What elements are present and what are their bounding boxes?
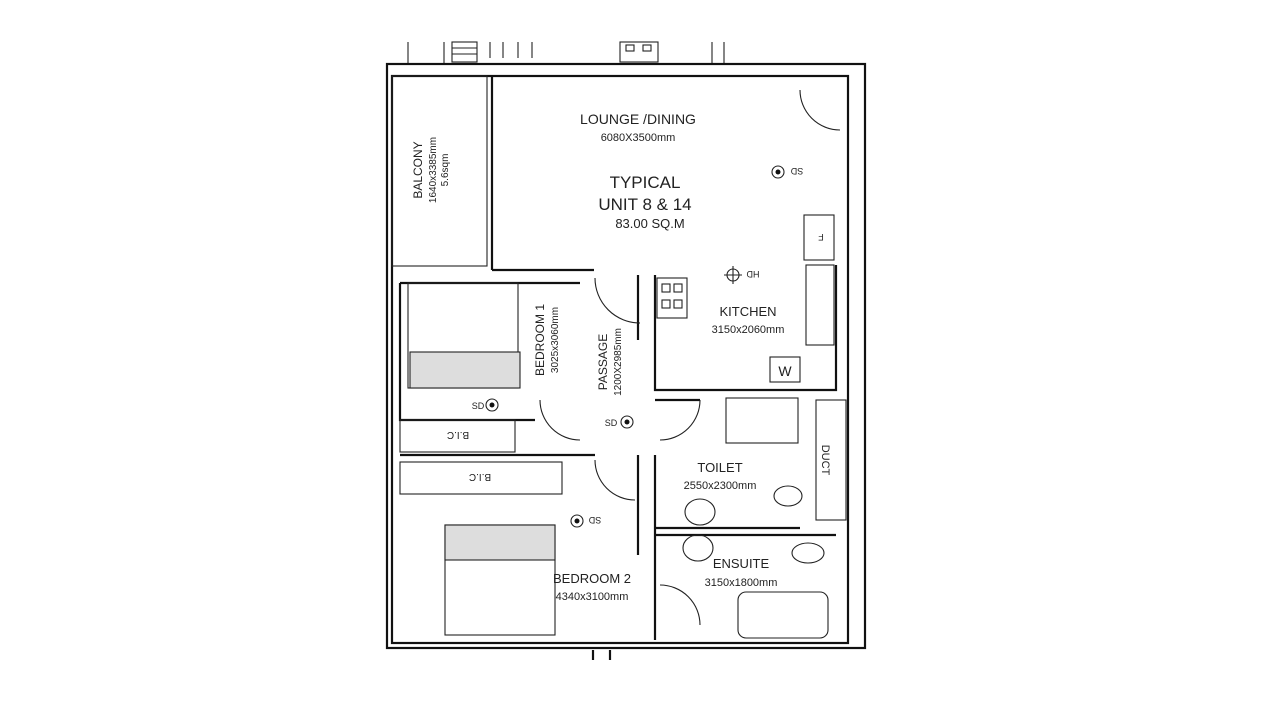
balcony-area: 5.6sqm	[440, 154, 451, 187]
sd-label-lounge: SD	[790, 166, 803, 176]
sd-label-passage: SD	[605, 418, 618, 428]
ensuite-size: 3150x1800mm	[705, 577, 778, 589]
bic-1	[399, 419, 516, 453]
walls	[385, 62, 867, 660]
sd-label-bedroom2: SD	[588, 515, 601, 525]
passage-name: PASSAGE	[596, 334, 610, 390]
sd-label-bedroom1: SD	[472, 401, 485, 411]
lounge-size: 6080X3500mm	[601, 132, 676, 144]
duct-label: DUCT	[819, 445, 831, 476]
ensuite-name: ENSUITE	[713, 556, 770, 571]
duct	[815, 399, 847, 521]
bedroom1-size: 3025x3060mm	[550, 307, 561, 373]
bedroom1-name: BEDROOM 1	[533, 304, 547, 376]
unit-line2: UNIT 8 & 14	[598, 195, 691, 214]
basin-2	[682, 534, 714, 562]
fridge	[803, 214, 835, 261]
sink	[805, 264, 835, 346]
passage-size: 1200X2985mm	[613, 328, 624, 396]
fridge-label: F	[818, 232, 824, 242]
balcony-name: BALCONY	[411, 141, 425, 198]
basin-1	[684, 498, 716, 526]
kitchen-size: 3150x2060mm	[712, 324, 785, 336]
bic-2-label: B.I.C	[469, 471, 491, 482]
top-context	[407, 41, 725, 63]
hd-label: HD	[746, 269, 759, 279]
unit-area: 83.00 SQ.M	[615, 216, 684, 231]
bathtub	[737, 591, 829, 639]
balcony-size: 1640x3385mm	[428, 137, 439, 203]
bic-2	[399, 461, 563, 495]
washer	[769, 356, 801, 383]
kitchen-name: KITCHEN	[719, 304, 776, 319]
doors	[539, 89, 841, 626]
fixtures	[407, 214, 835, 639]
bedroom2-name: BEDROOM 2	[553, 571, 631, 586]
shower	[725, 397, 799, 444]
stove	[656, 277, 688, 319]
bedroom2-size: 4340x3100mm	[556, 591, 629, 603]
bic-1-label: B.I.C	[447, 429, 469, 440]
toilet-name: TOILET	[697, 460, 742, 475]
toilet-bowl-2	[791, 542, 825, 564]
lounge-name: LOUNGE /DINING	[580, 111, 696, 127]
unit-line1: TYPICAL	[610, 173, 681, 192]
toilet-bowl-1	[773, 485, 803, 507]
detectors	[485, 165, 785, 528]
balcony	[391, 75, 488, 267]
washer-label: W	[778, 363, 792, 379]
toilet-size: 2550x2300mm	[684, 480, 757, 492]
